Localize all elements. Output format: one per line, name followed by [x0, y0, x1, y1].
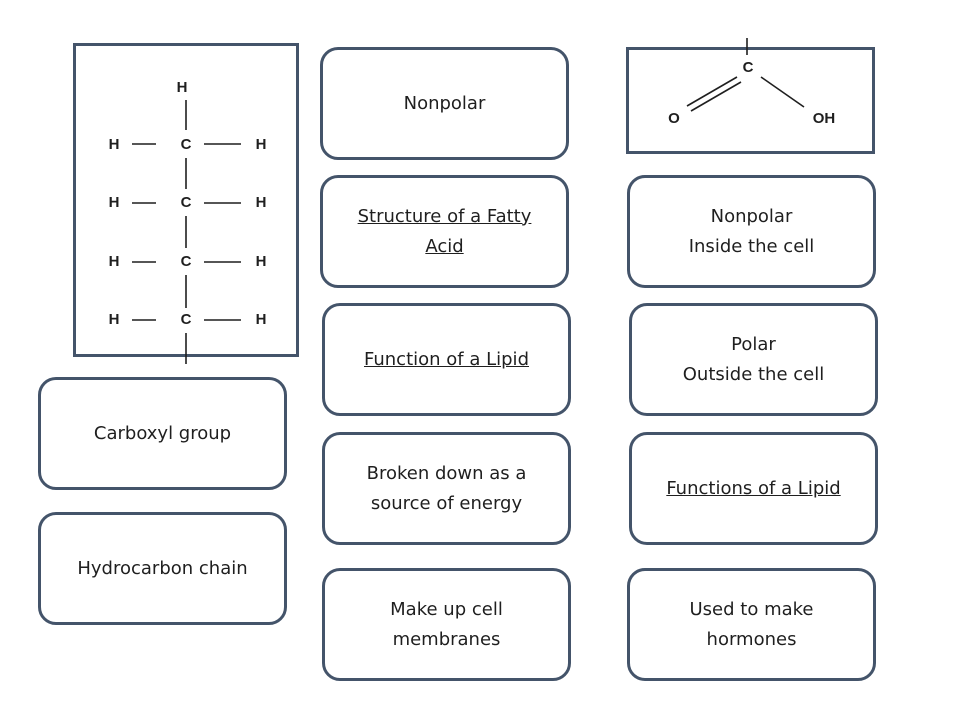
- card-function-of-lipid[interactable]: Function of a Lipid: [322, 303, 571, 416]
- carboxyl-structure-drawing: C O OH: [668, 38, 836, 127]
- hydrocarbon-structure-drawing: H H C H H C H H C H H C H: [109, 79, 267, 364]
- carboxyl-structure-image[interactable]: C O OH: [626, 38, 875, 154]
- atom-c: C: [181, 311, 192, 328]
- atom-h: H: [177, 79, 188, 96]
- atom-h: H: [256, 136, 267, 153]
- card-cell-membranes[interactable]: Make up cell membranes: [322, 568, 571, 681]
- card-hormones[interactable]: Used to make hormones: [627, 568, 876, 681]
- atom-h: H: [109, 253, 120, 270]
- atom-h: H: [256, 194, 267, 211]
- atom-oh: OH: [813, 110, 836, 127]
- atom-c: C: [181, 194, 192, 211]
- card-polar-outside[interactable]: Polar Outside the cell: [629, 303, 878, 416]
- atom-h: H: [109, 311, 120, 328]
- card-nonpolar[interactable]: Nonpolar: [320, 47, 569, 160]
- atom-h: H: [109, 194, 120, 211]
- atom-h: H: [109, 136, 120, 153]
- card-carboxyl-group[interactable]: Carboxyl group: [38, 377, 287, 490]
- atom-h: H: [256, 253, 267, 270]
- card-nonpolar-inside[interactable]: Nonpolar Inside the cell: [627, 175, 876, 288]
- card-hydrocarbon-chain[interactable]: Hydrocarbon chain: [38, 512, 287, 625]
- atom-o: O: [668, 110, 680, 127]
- card-structure-of-fatty-acid[interactable]: Structure of a Fatty Acid: [320, 175, 569, 288]
- atom-c: C: [181, 253, 192, 270]
- card-functions-of-lipid[interactable]: Functions of a Lipid: [629, 432, 878, 545]
- atom-h: H: [256, 311, 267, 328]
- atom-c: C: [743, 59, 754, 76]
- hydrocarbon-structure-image[interactable]: H H C H H C H H C H H C H: [73, 43, 299, 364]
- atom-c: C: [181, 136, 192, 153]
- card-energy-source[interactable]: Broken down as a source of energy: [322, 432, 571, 545]
